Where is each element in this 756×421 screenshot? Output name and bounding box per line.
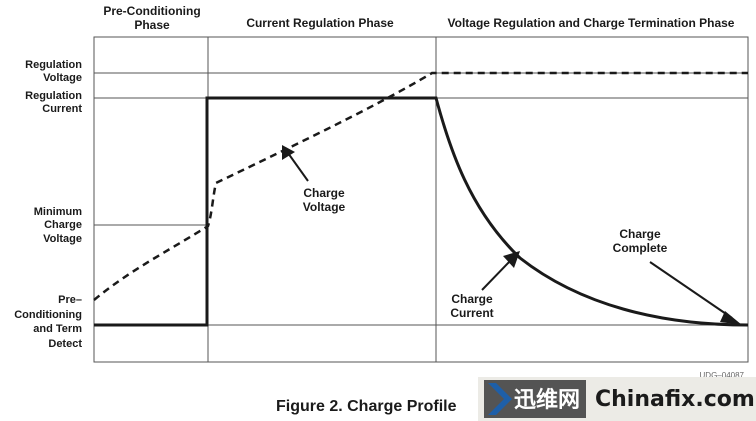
phase-label-pre-line1: Pre-Conditioning: [103, 4, 200, 18]
figure-caption: Figure 2. Charge Profile: [276, 398, 457, 415]
watermark-cn-text: 迅维网: [514, 387, 580, 413]
charge-current-curve: [94, 96, 749, 327]
annotation-charge-complete-2: Complete: [613, 241, 668, 255]
ylabel-precond-4: Detect: [48, 338, 82, 350]
annotation-charge-voltage-1: Charge: [303, 186, 345, 200]
watermark-en-text: Chinafix.com: [595, 387, 755, 412]
ylabel-reg-voltage-2: Voltage: [43, 72, 82, 84]
charge-current-arrow-line: [481, 258, 513, 291]
watermark-arrow-icon: [488, 383, 512, 415]
charge-complete-arrow-line: [649, 261, 733, 319]
annotation-charge-voltage-2: Voltage: [303, 200, 346, 214]
charge-voltage-arrowhead: [282, 145, 295, 160]
watermark-cn-bg: [484, 380, 586, 418]
phase-label-current: Current Regulation Phase: [246, 16, 394, 30]
watermark: 迅维网 Chinafix.com: [478, 377, 756, 421]
phase-label-pre-line2: Phase: [134, 18, 170, 32]
plot-frame: [93, 36, 749, 363]
ylabel-min-voltage-1: Minimum: [34, 206, 82, 218]
ylabel-min-voltage-2: Charge: [44, 219, 82, 231]
ylabel-precond-1: Pre–: [58, 294, 82, 306]
charge-voltage-curve: [93, 71, 748, 301]
ylabel-reg-current-1: Regulation: [25, 90, 82, 102]
ylabel-precond-2: Conditioning: [14, 309, 82, 321]
ylabel-precond-3: and Term: [33, 323, 82, 335]
charge-complete-arrowhead: [720, 311, 742, 325]
ylabel-min-voltage-3: Voltage: [43, 233, 82, 245]
ylabel-reg-voltage-1: Regulation: [25, 59, 82, 71]
annotation-charge-current-1: Charge: [451, 292, 493, 306]
annotation-charge-current-2: Current: [450, 306, 493, 320]
charge-voltage-arrow-line: [287, 152, 309, 182]
annotation-charge-complete-1: Charge: [619, 227, 661, 241]
figure-code: UDG–04087: [700, 371, 745, 380]
charge-current-arrowhead: [503, 251, 520, 268]
ylabel-reg-current-2: Current: [42, 103, 82, 115]
phase-label-voltage: Voltage Regulation and Charge Terminatio…: [448, 16, 735, 30]
